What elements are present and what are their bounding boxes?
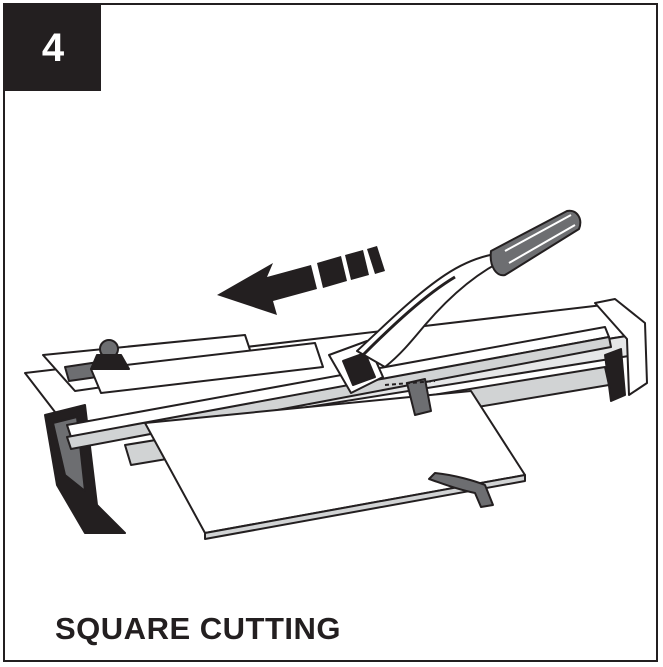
section-caption: SQUARE CUTTING <box>55 611 341 646</box>
instruction-panel: 4 <box>3 3 658 662</box>
tile-cutter-icon <box>24 209 648 540</box>
tile-cutter-illustration <box>24 209 648 540</box>
motion-arrow-icon <box>217 246 385 315</box>
step-number-badge: 4 <box>5 5 101 91</box>
